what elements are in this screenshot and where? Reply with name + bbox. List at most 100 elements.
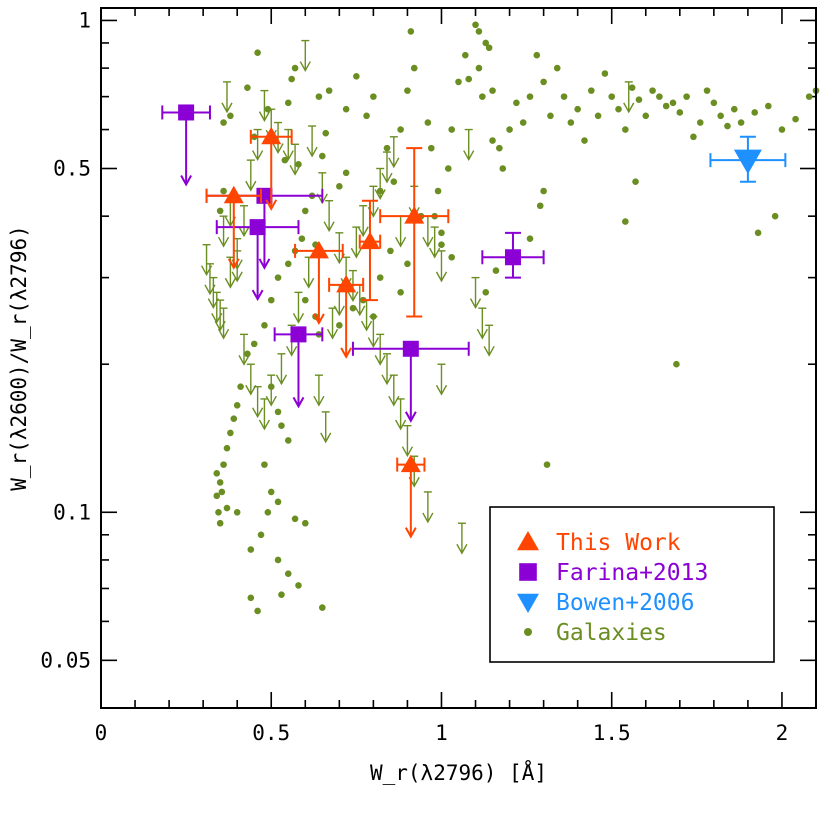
y-tick-label: 0.5 bbox=[53, 157, 91, 181]
galaxy-limit-arrow-head bbox=[289, 164, 301, 176]
galaxy-point bbox=[237, 383, 244, 391]
x-axis-title: W_r(λ2796) [Å] bbox=[370, 759, 547, 785]
galaxy-limit-arrow-head bbox=[463, 150, 475, 162]
highlight-series bbox=[161, 104, 787, 539]
x-tick-label: 1 bbox=[435, 721, 448, 745]
galaxy-point bbox=[536, 202, 544, 210]
galaxy-point bbox=[496, 144, 503, 152]
upper-limit-arrow-head bbox=[404, 411, 417, 423]
legend-label: Farina+2013 bbox=[556, 560, 708, 586]
axis-ticks bbox=[100, 8, 817, 708]
galaxy-point bbox=[526, 93, 534, 100]
galaxy-limit-arrow-head bbox=[395, 236, 407, 248]
galaxy-point bbox=[325, 87, 333, 94]
galaxy-point bbox=[274, 408, 282, 416]
galaxy-limit-arrow-head bbox=[306, 146, 318, 158]
x-tick-label: 0 bbox=[95, 721, 108, 745]
galaxy-limit-arrow-head bbox=[395, 419, 407, 431]
galaxy-point bbox=[216, 519, 224, 527]
y-tick-label: 0.05 bbox=[40, 648, 91, 672]
galaxy-limit-arrow-head bbox=[388, 157, 400, 169]
this-work-point bbox=[261, 126, 282, 145]
galaxy-limit-arrow-head bbox=[623, 102, 635, 114]
legend-marker-this-work bbox=[517, 531, 539, 551]
galaxy-point bbox=[540, 78, 547, 86]
bowen-point bbox=[733, 149, 762, 175]
galaxy-limit-arrow-head bbox=[422, 236, 434, 248]
galaxy-point bbox=[710, 99, 718, 107]
galaxy-limit-arrow-head bbox=[456, 543, 468, 555]
galaxy-point bbox=[567, 119, 575, 126]
galaxy-point bbox=[424, 119, 432, 126]
galaxy-point bbox=[540, 187, 547, 195]
galaxy-point bbox=[526, 235, 534, 242]
y-axis-title: W_r(λ2600)/W_r(λ2796) bbox=[7, 225, 31, 491]
galaxy-point bbox=[220, 187, 227, 195]
galaxy-point bbox=[288, 75, 295, 83]
galaxy-limit-arrow-head bbox=[245, 180, 257, 192]
galaxy-point bbox=[482, 289, 490, 296]
galaxy-limit-arrow-head bbox=[258, 419, 271, 431]
galaxy-point bbox=[342, 105, 350, 113]
galaxy-point bbox=[407, 28, 415, 35]
legend-marker-farina-2013 bbox=[519, 563, 537, 581]
galaxy-point bbox=[427, 144, 435, 152]
galaxy-point bbox=[301, 519, 309, 527]
farina-point bbox=[402, 340, 419, 357]
galaxies-series bbox=[200, 21, 820, 615]
galaxy-point bbox=[216, 207, 224, 215]
upper-limit-arrow-head bbox=[258, 258, 271, 270]
galaxy-limit-arrow-head bbox=[381, 172, 393, 184]
upper-limit-arrow-head bbox=[265, 199, 278, 211]
galaxy-point bbox=[656, 93, 663, 100]
galaxy-point bbox=[792, 115, 799, 123]
galaxy-limit-arrow-head bbox=[350, 247, 362, 259]
galaxy-point bbox=[662, 102, 670, 110]
galaxy-point bbox=[676, 109, 684, 116]
galaxy-point bbox=[233, 402, 241, 409]
galaxy-point bbox=[608, 93, 616, 100]
galaxy-limit-arrow-head bbox=[231, 271, 243, 283]
galaxy-limit-arrow-head bbox=[374, 355, 386, 366]
galaxy-point bbox=[696, 119, 704, 126]
galaxy-point bbox=[278, 422, 285, 429]
galaxy-limit-arrow-head bbox=[258, 111, 271, 123]
upper-limit-arrow-head bbox=[227, 258, 240, 270]
galaxy-point bbox=[455, 78, 462, 86]
galaxy-limit-arrow-head bbox=[292, 313, 305, 324]
galaxy-point bbox=[649, 87, 656, 94]
galaxy-point bbox=[642, 112, 650, 120]
x-tick-label: 1.5 bbox=[593, 721, 631, 745]
galaxy-point bbox=[438, 241, 445, 248]
galaxy-point bbox=[489, 137, 496, 144]
galaxy-limit-arrow-head bbox=[217, 328, 230, 340]
galaxy-point bbox=[492, 267, 500, 274]
galaxy-point bbox=[284, 570, 292, 578]
galaxy-point bbox=[754, 229, 762, 237]
galaxy-point bbox=[250, 340, 258, 348]
galaxy-point bbox=[278, 591, 285, 598]
galaxy-limit-arrow-head bbox=[316, 193, 328, 205]
galaxy-point bbox=[489, 87, 496, 94]
galaxy-limit-arrow-head bbox=[217, 236, 230, 248]
farina-point bbox=[504, 249, 521, 266]
galaxy-point bbox=[673, 360, 680, 368]
galaxy-point bbox=[475, 28, 483, 35]
galaxy-point bbox=[594, 112, 602, 120]
galaxy-point bbox=[322, 129, 330, 137]
galaxy-limit-arrow-head bbox=[323, 221, 335, 233]
legend-label: Galaxies bbox=[556, 620, 667, 646]
galaxy-point bbox=[410, 64, 418, 72]
galaxy-point bbox=[615, 105, 622, 113]
galaxy-point bbox=[267, 296, 275, 304]
galaxy-point bbox=[669, 99, 677, 107]
galaxy-point bbox=[601, 70, 609, 77]
galaxy-limit-arrow-head bbox=[282, 150, 294, 162]
upper-limit-arrow-head bbox=[292, 396, 305, 409]
galaxy-limit-arrow-head bbox=[483, 345, 495, 357]
upper-limit-arrow-head bbox=[180, 174, 192, 187]
galaxy-point bbox=[404, 260, 411, 268]
galaxy-point bbox=[519, 119, 527, 126]
galaxy-limit-arrow-head bbox=[272, 143, 284, 154]
